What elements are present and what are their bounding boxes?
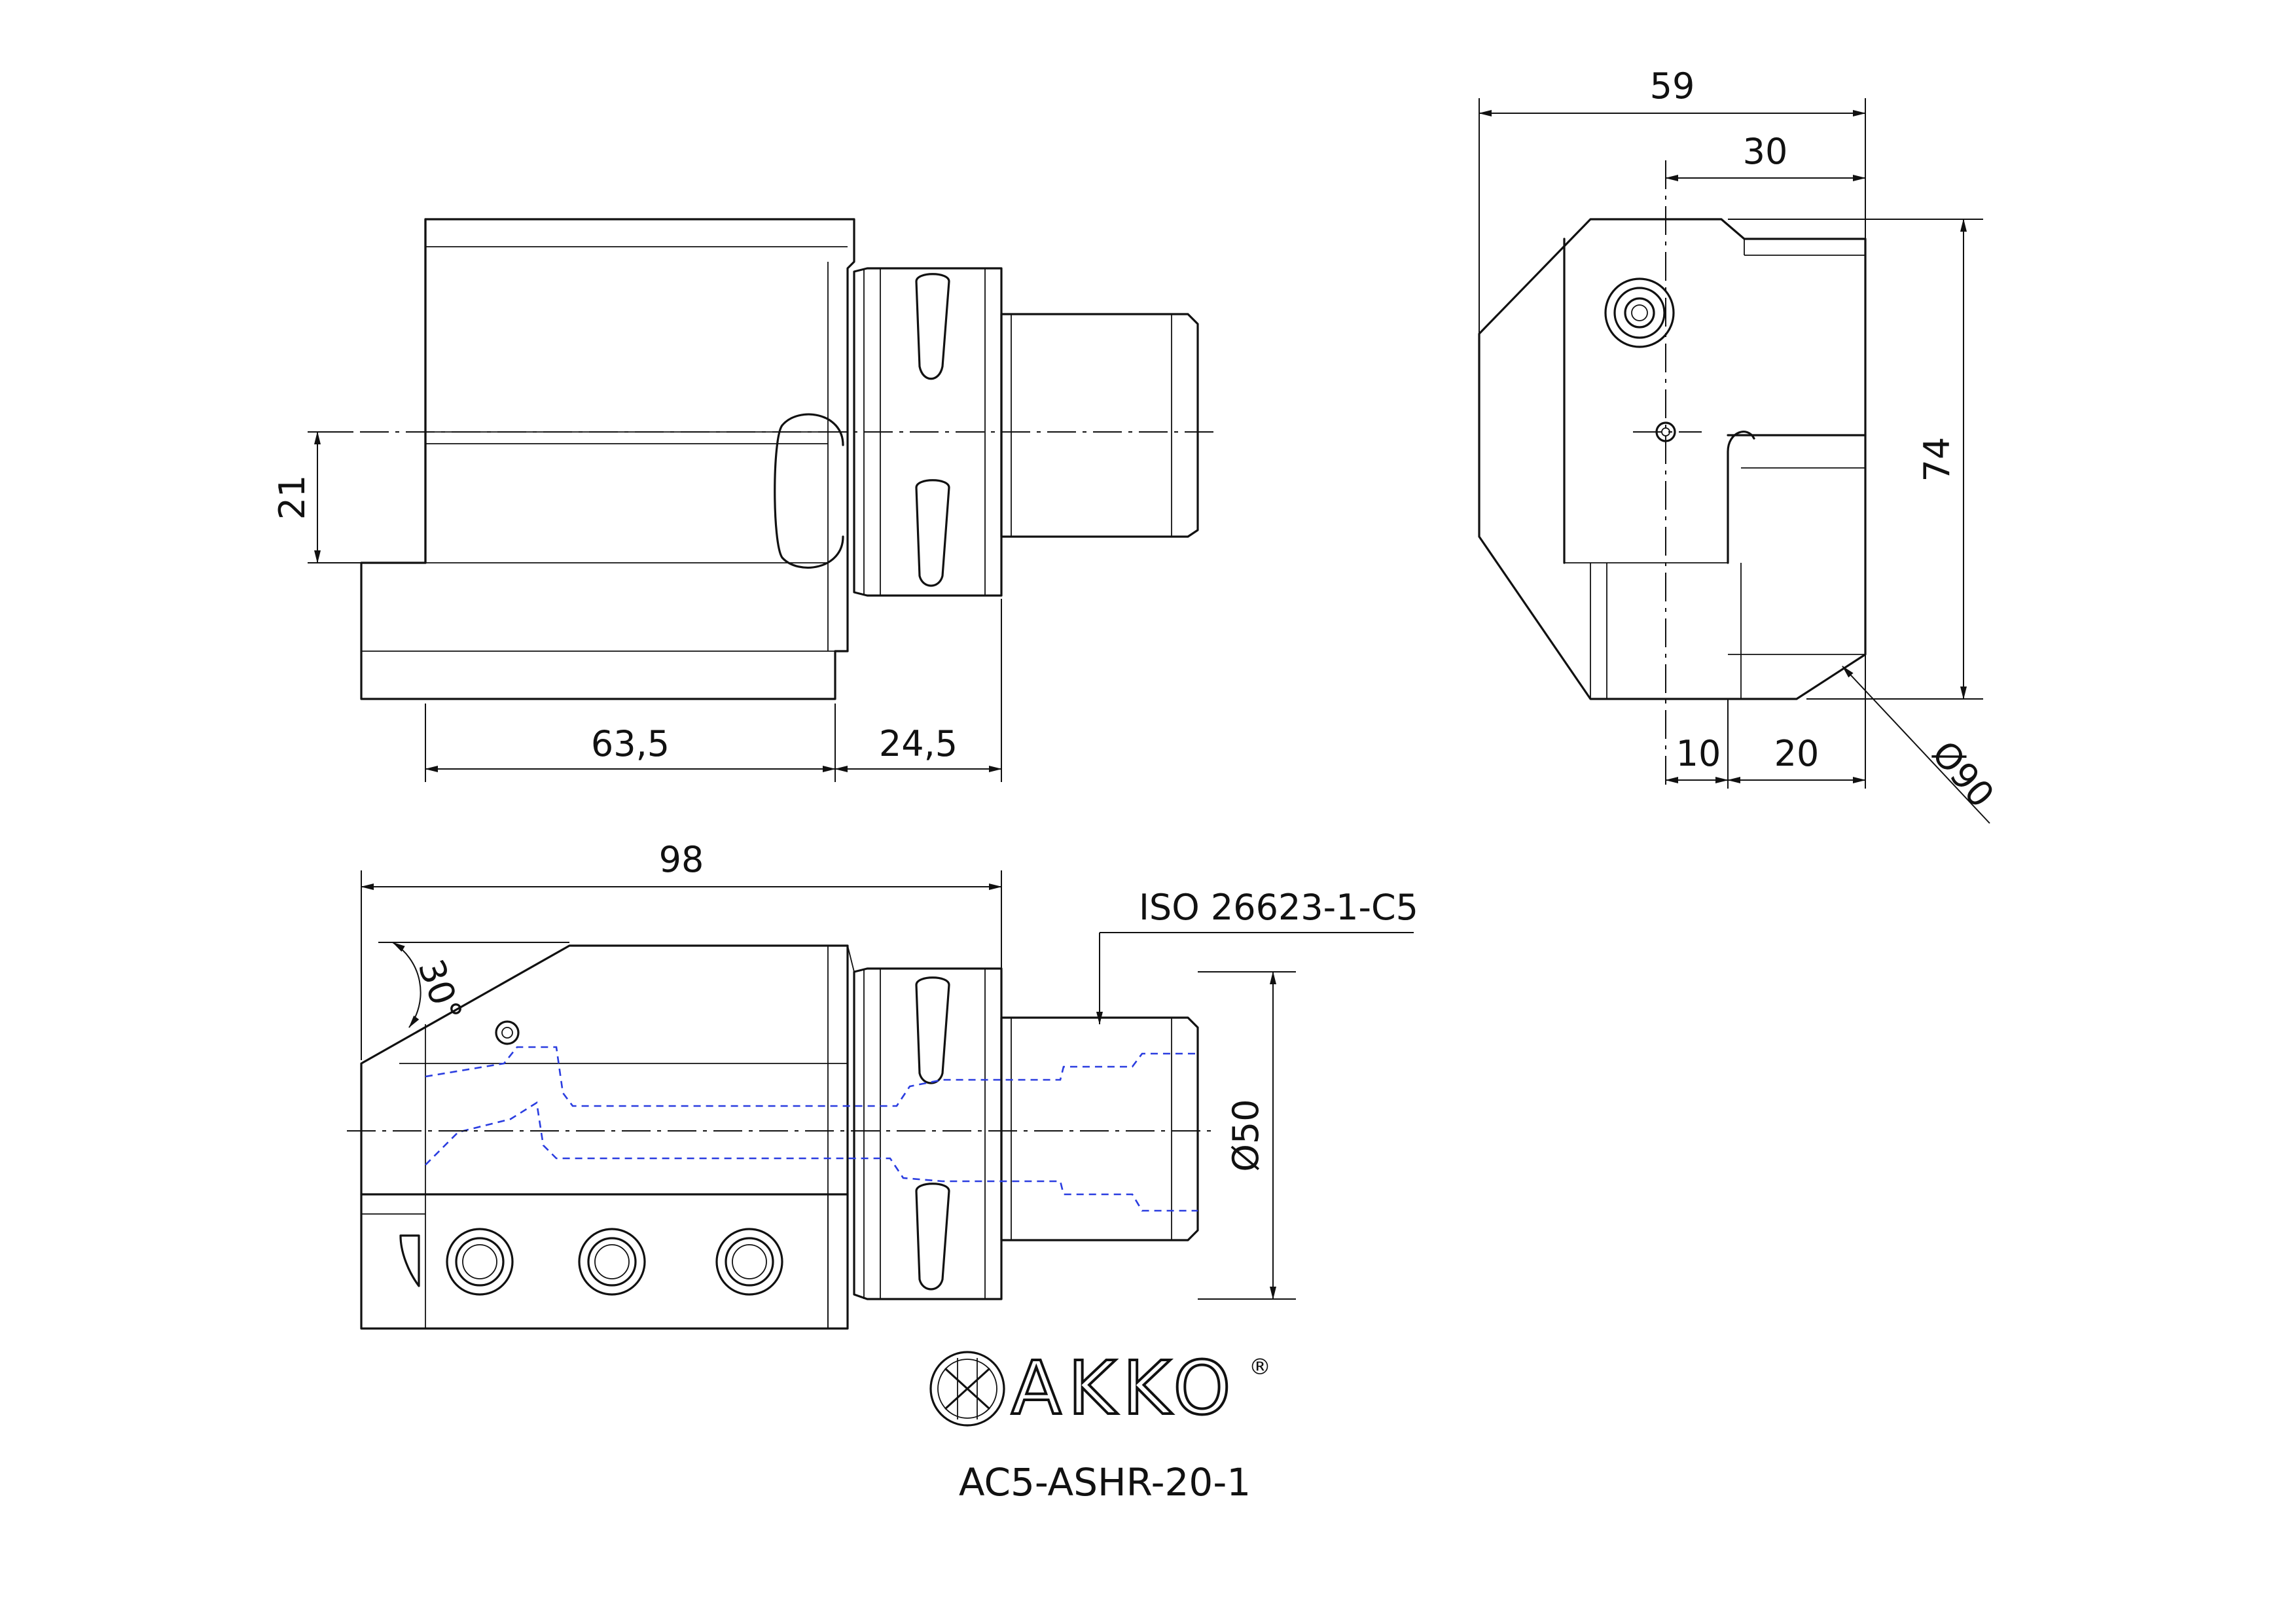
- brand-name: AKKO: [1011, 1346, 1238, 1431]
- front-width-dimension: 63,5: [591, 723, 670, 764]
- front-shank-dimension: 24,5: [879, 723, 958, 764]
- top-diameter-dimension: Ø50: [1225, 1099, 1266, 1171]
- top-view: 30° 98 Ø50 ISO 26623-1-C5: [347, 839, 1418, 1330]
- standard-note: ISO 26623-1-C5: [1139, 887, 1418, 928]
- side-height-dimension: 74: [1916, 437, 1958, 482]
- side-width-dimension: 59: [1650, 65, 1695, 107]
- side-right-dimension: 20: [1774, 733, 1820, 774]
- screw-head-icon: [1604, 277, 1675, 348]
- clamp-screw-icon: [715, 1228, 783, 1296]
- side-left-dimension: 10: [1676, 733, 1721, 774]
- side-view: 59 30 74 10 20 Ø90: [1478, 65, 2002, 824]
- brand-registered-mark: ®: [1249, 1354, 1271, 1380]
- side-diameter-dimension: Ø90: [1924, 733, 2002, 815]
- side-offset-dimension: 30: [1743, 131, 1788, 172]
- top-angle-dimension: 30°: [410, 954, 470, 1027]
- part-number: AC5-ASHR-20-1: [959, 1460, 1251, 1505]
- brand-emblem-icon: [929, 1351, 1005, 1427]
- clamp-screw-icon: [578, 1228, 646, 1296]
- clamp-screw-icon: [446, 1228, 514, 1296]
- top-length-dimension: 98: [659, 839, 704, 880]
- front-view: 21 63,5 24,5: [272, 218, 1217, 782]
- brand-logo: AKKO ®: [929, 1345, 1271, 1433]
- front-height-dimension: 21: [272, 475, 313, 520]
